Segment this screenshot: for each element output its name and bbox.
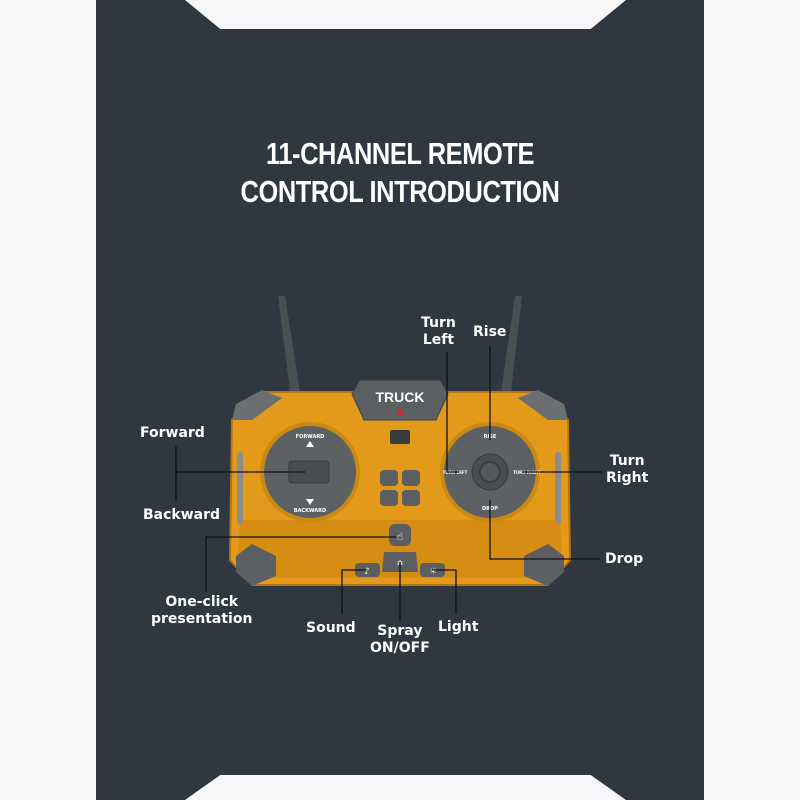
side-grip-left: [237, 452, 243, 524]
forward-mark: FORWARD: [296, 434, 325, 440]
title-line-1: 11-CHANNEL REMOTE: [266, 136, 534, 171]
top-notch: [185, 0, 626, 29]
callout-backward: Backward: [143, 507, 221, 523]
drop-line: [489, 500, 600, 560]
callout-sound: Sound: [306, 620, 356, 636]
callout-spray: Spray ON/OFF: [370, 623, 430, 656]
dpad-down-right[interactable]: [402, 490, 420, 506]
callout-turn-left: Turn Left: [421, 315, 456, 348]
callout-lines: [175, 346, 602, 620]
callout-light: Light: [438, 619, 479, 635]
sound-icon: ♪: [364, 567, 370, 577]
dpad-down-left[interactable]: [380, 490, 398, 506]
light-line: [432, 569, 457, 614]
brand-plate: [351, 379, 449, 421]
callout-drop: Drop: [605, 551, 644, 567]
sound-line: [341, 569, 366, 614]
dpad-up-left[interactable]: [380, 470, 398, 486]
sound-button[interactable]: [355, 563, 380, 577]
bottom-notch: [185, 775, 626, 800]
one-click-line: [205, 536, 396, 592]
right-stick[interactable]: [479, 461, 501, 483]
turn-left-line: [446, 352, 458, 473]
right-antenna: [501, 296, 522, 392]
title-line-2: CONTROL INTRODUCTION: [240, 174, 560, 209]
light-icon: ☀: [429, 567, 437, 577]
left-antenna: [278, 296, 300, 392]
bumper-br: [524, 544, 564, 586]
power-switch[interactable]: [390, 430, 410, 444]
forward-backward-line: [175, 446, 305, 500]
callout-forward: Forward: [140, 425, 205, 441]
bumper-bl: [236, 544, 276, 586]
bumper-tr: [518, 390, 568, 420]
backward-mark: BACKWARD: [294, 508, 326, 514]
callout-turn-right: Turn Right: [606, 453, 649, 486]
power-led: [397, 410, 403, 416]
one-click-button[interactable]: [389, 524, 411, 546]
bumper-tl: [232, 390, 282, 420]
callout-one-click: One-click presentation: [151, 594, 253, 627]
backward-arrow-icon: [306, 499, 314, 505]
forward-arrow-icon: [306, 441, 314, 447]
tread-area: [238, 520, 562, 578]
hand-icon: ☝: [397, 530, 404, 543]
dpad-up-right[interactable]: [402, 470, 420, 486]
side-grip-right: [555, 452, 561, 524]
brand-label: TRUCK: [376, 389, 425, 405]
callout-rise: Rise: [473, 324, 507, 340]
